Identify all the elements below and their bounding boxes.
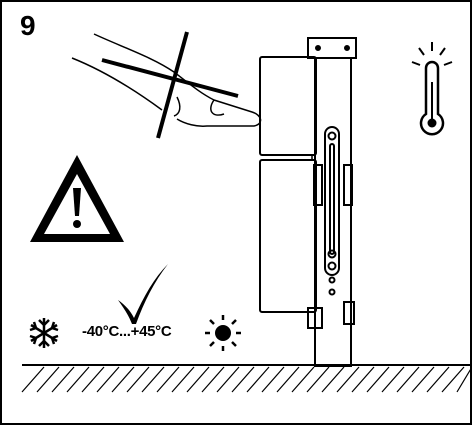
hatch-line [291,366,315,393]
hatch-line [21,366,45,393]
hatch-line [171,366,195,393]
hatch-line [126,366,150,393]
hatch-line [276,366,300,393]
snowflake-icon [29,318,59,348]
hatch-line [156,366,180,393]
sun-icon [205,315,241,351]
hatch-line [231,366,255,393]
hatch-line [141,366,165,393]
hatch-line [246,366,270,393]
hatch-line [396,366,420,393]
thermometer-heat-icon [411,42,453,136]
hatch-line [456,366,472,393]
hatch-line [216,366,240,393]
hatch-line [306,366,330,393]
hatch-line [441,366,465,393]
crossed-hand-icon [71,31,262,139]
hatch-line [366,366,390,393]
hatch-line [411,366,435,393]
hatch-line [51,366,75,393]
temperature-range-label: -40°C...+45°C [82,323,172,340]
inverter-device [259,37,357,367]
checkmark-icon [118,264,168,324]
hatch-line [381,366,405,393]
hatch-line [36,366,60,393]
hatch-line [336,366,360,393]
hatch-line [321,366,345,393]
hatch-line [66,366,90,393]
step-number: 9 [20,10,36,41]
warning-triangle-icon [30,155,124,242]
hatch-line [96,366,120,393]
hatch-line [201,366,225,393]
hatch-line [111,366,135,393]
hatch-line [186,366,210,393]
ground-hatching [21,364,472,393]
hatch-line [426,366,450,393]
hatch-line [81,366,105,393]
hatch-line [351,366,375,393]
hatch-line [261,366,285,393]
